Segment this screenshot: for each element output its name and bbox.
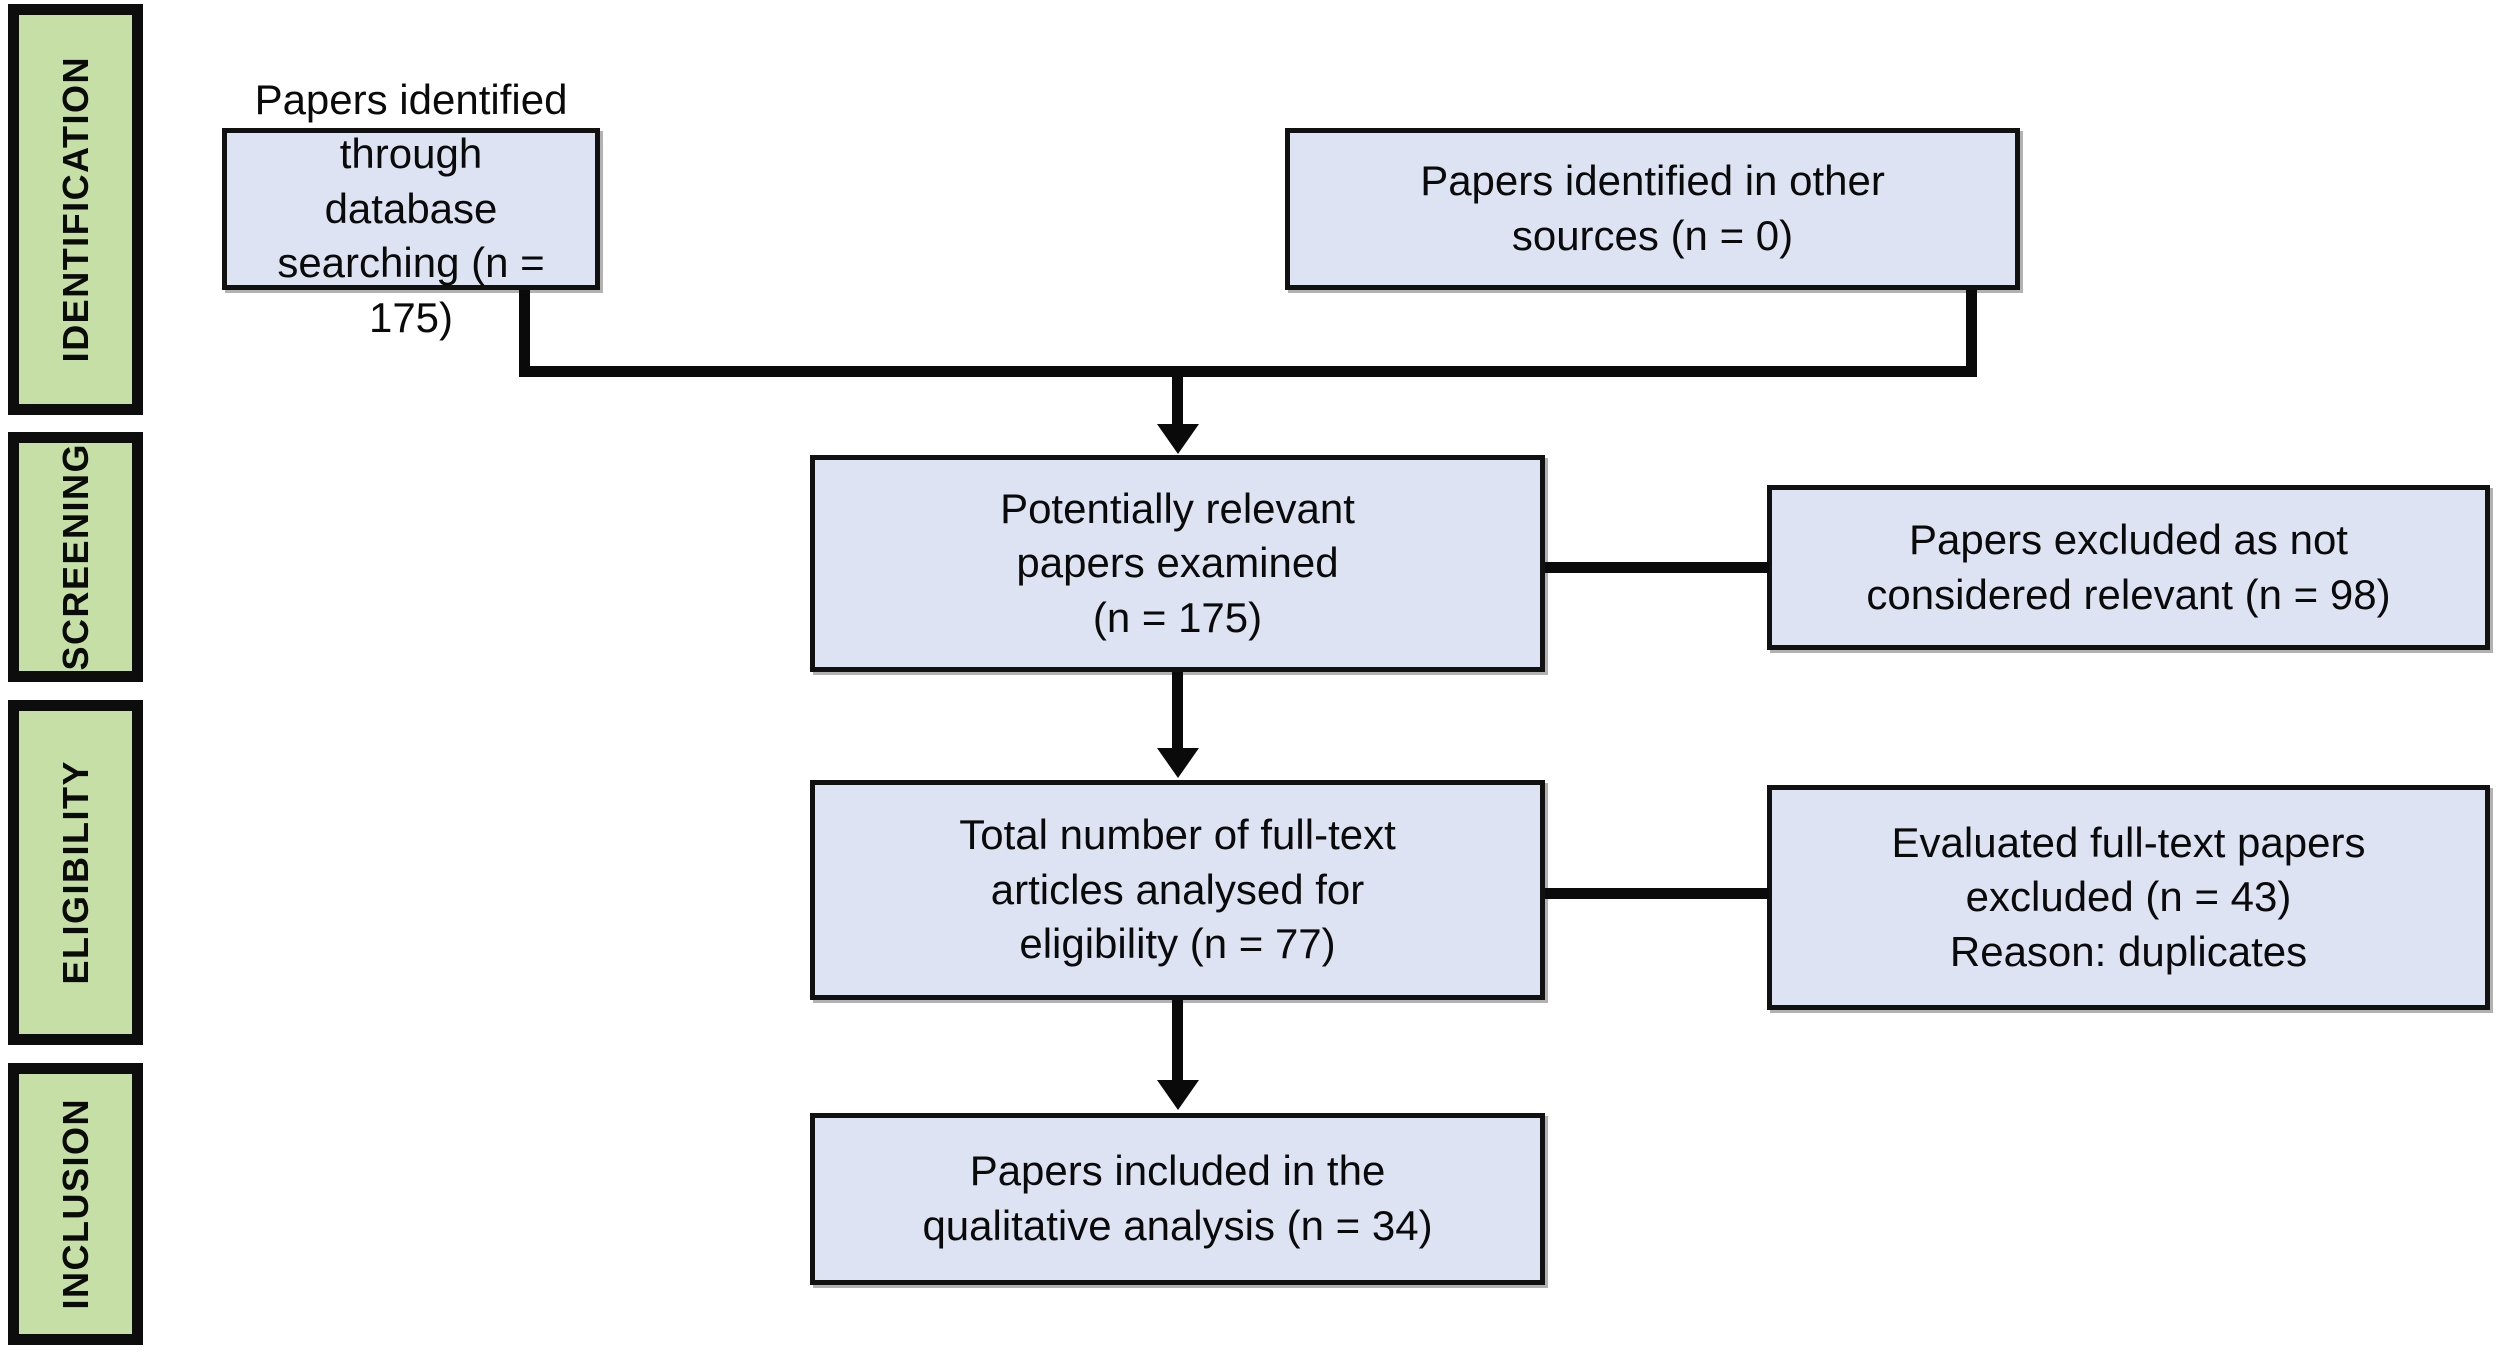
connector-identification-left-drop — [519, 290, 530, 372]
box-potentially-relevant: Potentially relevant papers examined (n … — [810, 455, 1545, 672]
box-identified-database: Papers identified through database searc… — [222, 76, 600, 341]
stage-inclusion-label: INCLUSION — [54, 1098, 96, 1310]
box-full-text-assessed: Total number of full-text articles analy… — [810, 780, 1545, 1000]
connector-screening-to-eligibility-stem — [1172, 672, 1183, 750]
stage-identification-label: IDENTIFICATION — [54, 56, 96, 363]
stage-identification: IDENTIFICATION — [8, 4, 143, 415]
stage-eligibility: ELIGIBILITY — [8, 700, 143, 1045]
box-identified-other: Papers identified in other sources (n = … — [1285, 128, 2020, 290]
stage-eligibility-label: ELIGIBILITY — [54, 760, 96, 985]
connector-identification-to-screening-stem — [1172, 366, 1183, 426]
arrowhead-to-included-qualitative — [1157, 1080, 1199, 1110]
arrowhead-to-full-text-assessed — [1157, 748, 1199, 778]
box-potentially-relevant-text: Potentially relevant papers examined (n … — [1000, 484, 1355, 641]
box-identified-database-text: Papers identified through database searc… — [254, 75, 568, 341]
box-included-qualitative: Papers included in the qualitative analy… — [810, 1113, 1545, 1285]
connector-eligibility-to-excluded — [1545, 888, 1769, 899]
connector-eligibility-to-inclusion-stem — [1172, 1000, 1183, 1082]
connector-identification-right-drop — [1966, 290, 1977, 372]
box-full-text-assessed-text: Total number of full-text articles analy… — [959, 811, 1396, 968]
box-full-text-excluded-text: Evaluated full-text papers excluded (n =… — [1891, 818, 2366, 975]
arrowhead-to-potentially-relevant — [1157, 424, 1199, 454]
stage-screening: SCREENING — [8, 432, 143, 682]
box-excluded-not-relevant: Papers excluded as not considered releva… — [1767, 485, 2490, 650]
box-excluded-not-relevant-text: Papers excluded as not considered releva… — [1866, 515, 2391, 618]
stage-screening-label: SCREENING — [54, 443, 96, 671]
box-full-text-excluded: Evaluated full-text papers excluded (n =… — [1767, 785, 2490, 1010]
stage-inclusion: INCLUSION — [8, 1063, 143, 1345]
box-included-qualitative-text: Papers included in the qualitative analy… — [922, 1147, 1433, 1249]
box-identified-other-text: Papers identified in other sources (n = … — [1420, 157, 1885, 259]
connector-screening-to-excluded — [1545, 562, 1769, 573]
connector-identification-horizontal-bar — [519, 366, 1977, 377]
